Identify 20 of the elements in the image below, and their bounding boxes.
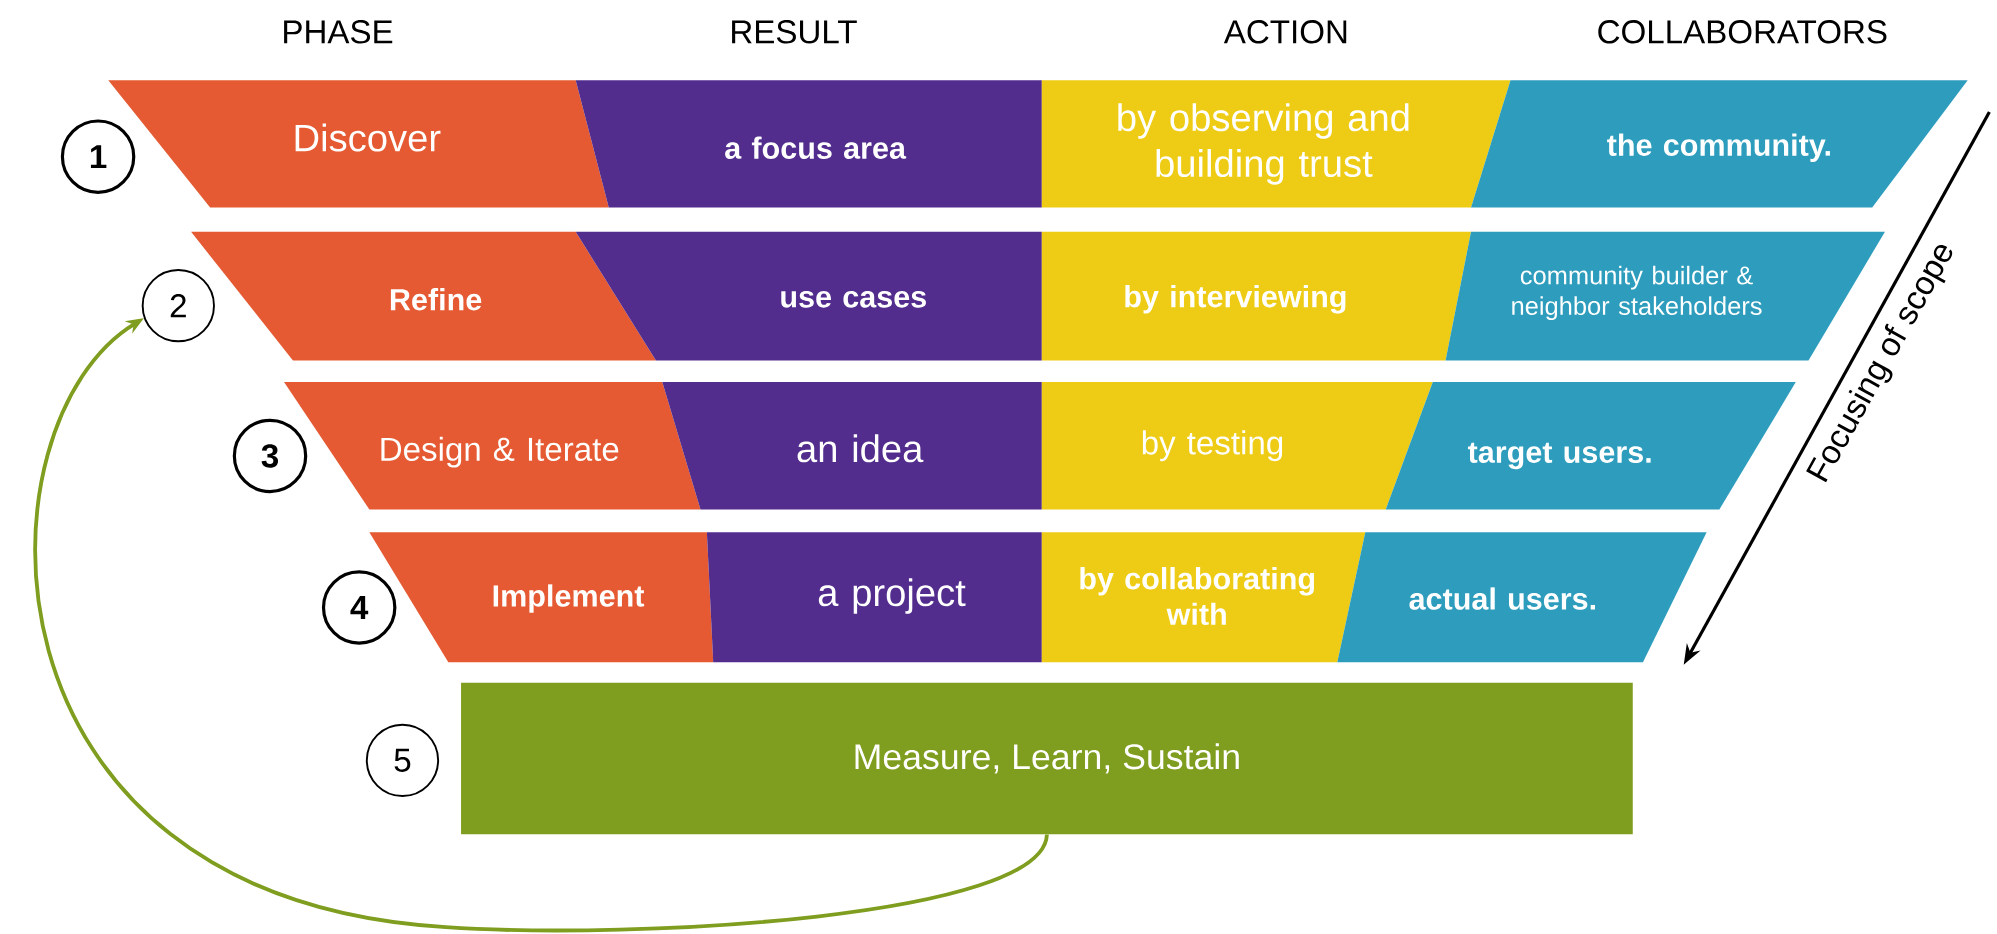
action-band: by testing (1041, 382, 1433, 510)
column-header: ACTION (1223, 20, 1347, 44)
phase-band: Discover (108, 80, 609, 208)
result-band: use cases (575, 232, 1042, 361)
column-header: RESULT (732, 20, 857, 44)
collaborator-band: target users. (1385, 382, 1796, 510)
process-box: Measure, Learn, Sustain (461, 682, 1633, 835)
action-band: by collaborating with (1041, 532, 1366, 663)
collaborator-band: actual users. (1337, 532, 1707, 663)
result-band: an idea (662, 382, 1042, 510)
column-header: COLLABORATORS (1598, 20, 1887, 44)
column-header: PHASE (284, 20, 393, 44)
collaborator-band: the community. (1471, 80, 1968, 208)
result-band: a focus area (575, 80, 1042, 208)
action-band: by observing and building trust (1041, 80, 1511, 208)
phase-band: Design & Iterate (284, 382, 701, 510)
phase-band: Refine (191, 232, 656, 361)
result-band: a project (706, 532, 1042, 663)
phase-band: Implement (369, 532, 714, 663)
action-band: by interviewing (1041, 232, 1471, 361)
